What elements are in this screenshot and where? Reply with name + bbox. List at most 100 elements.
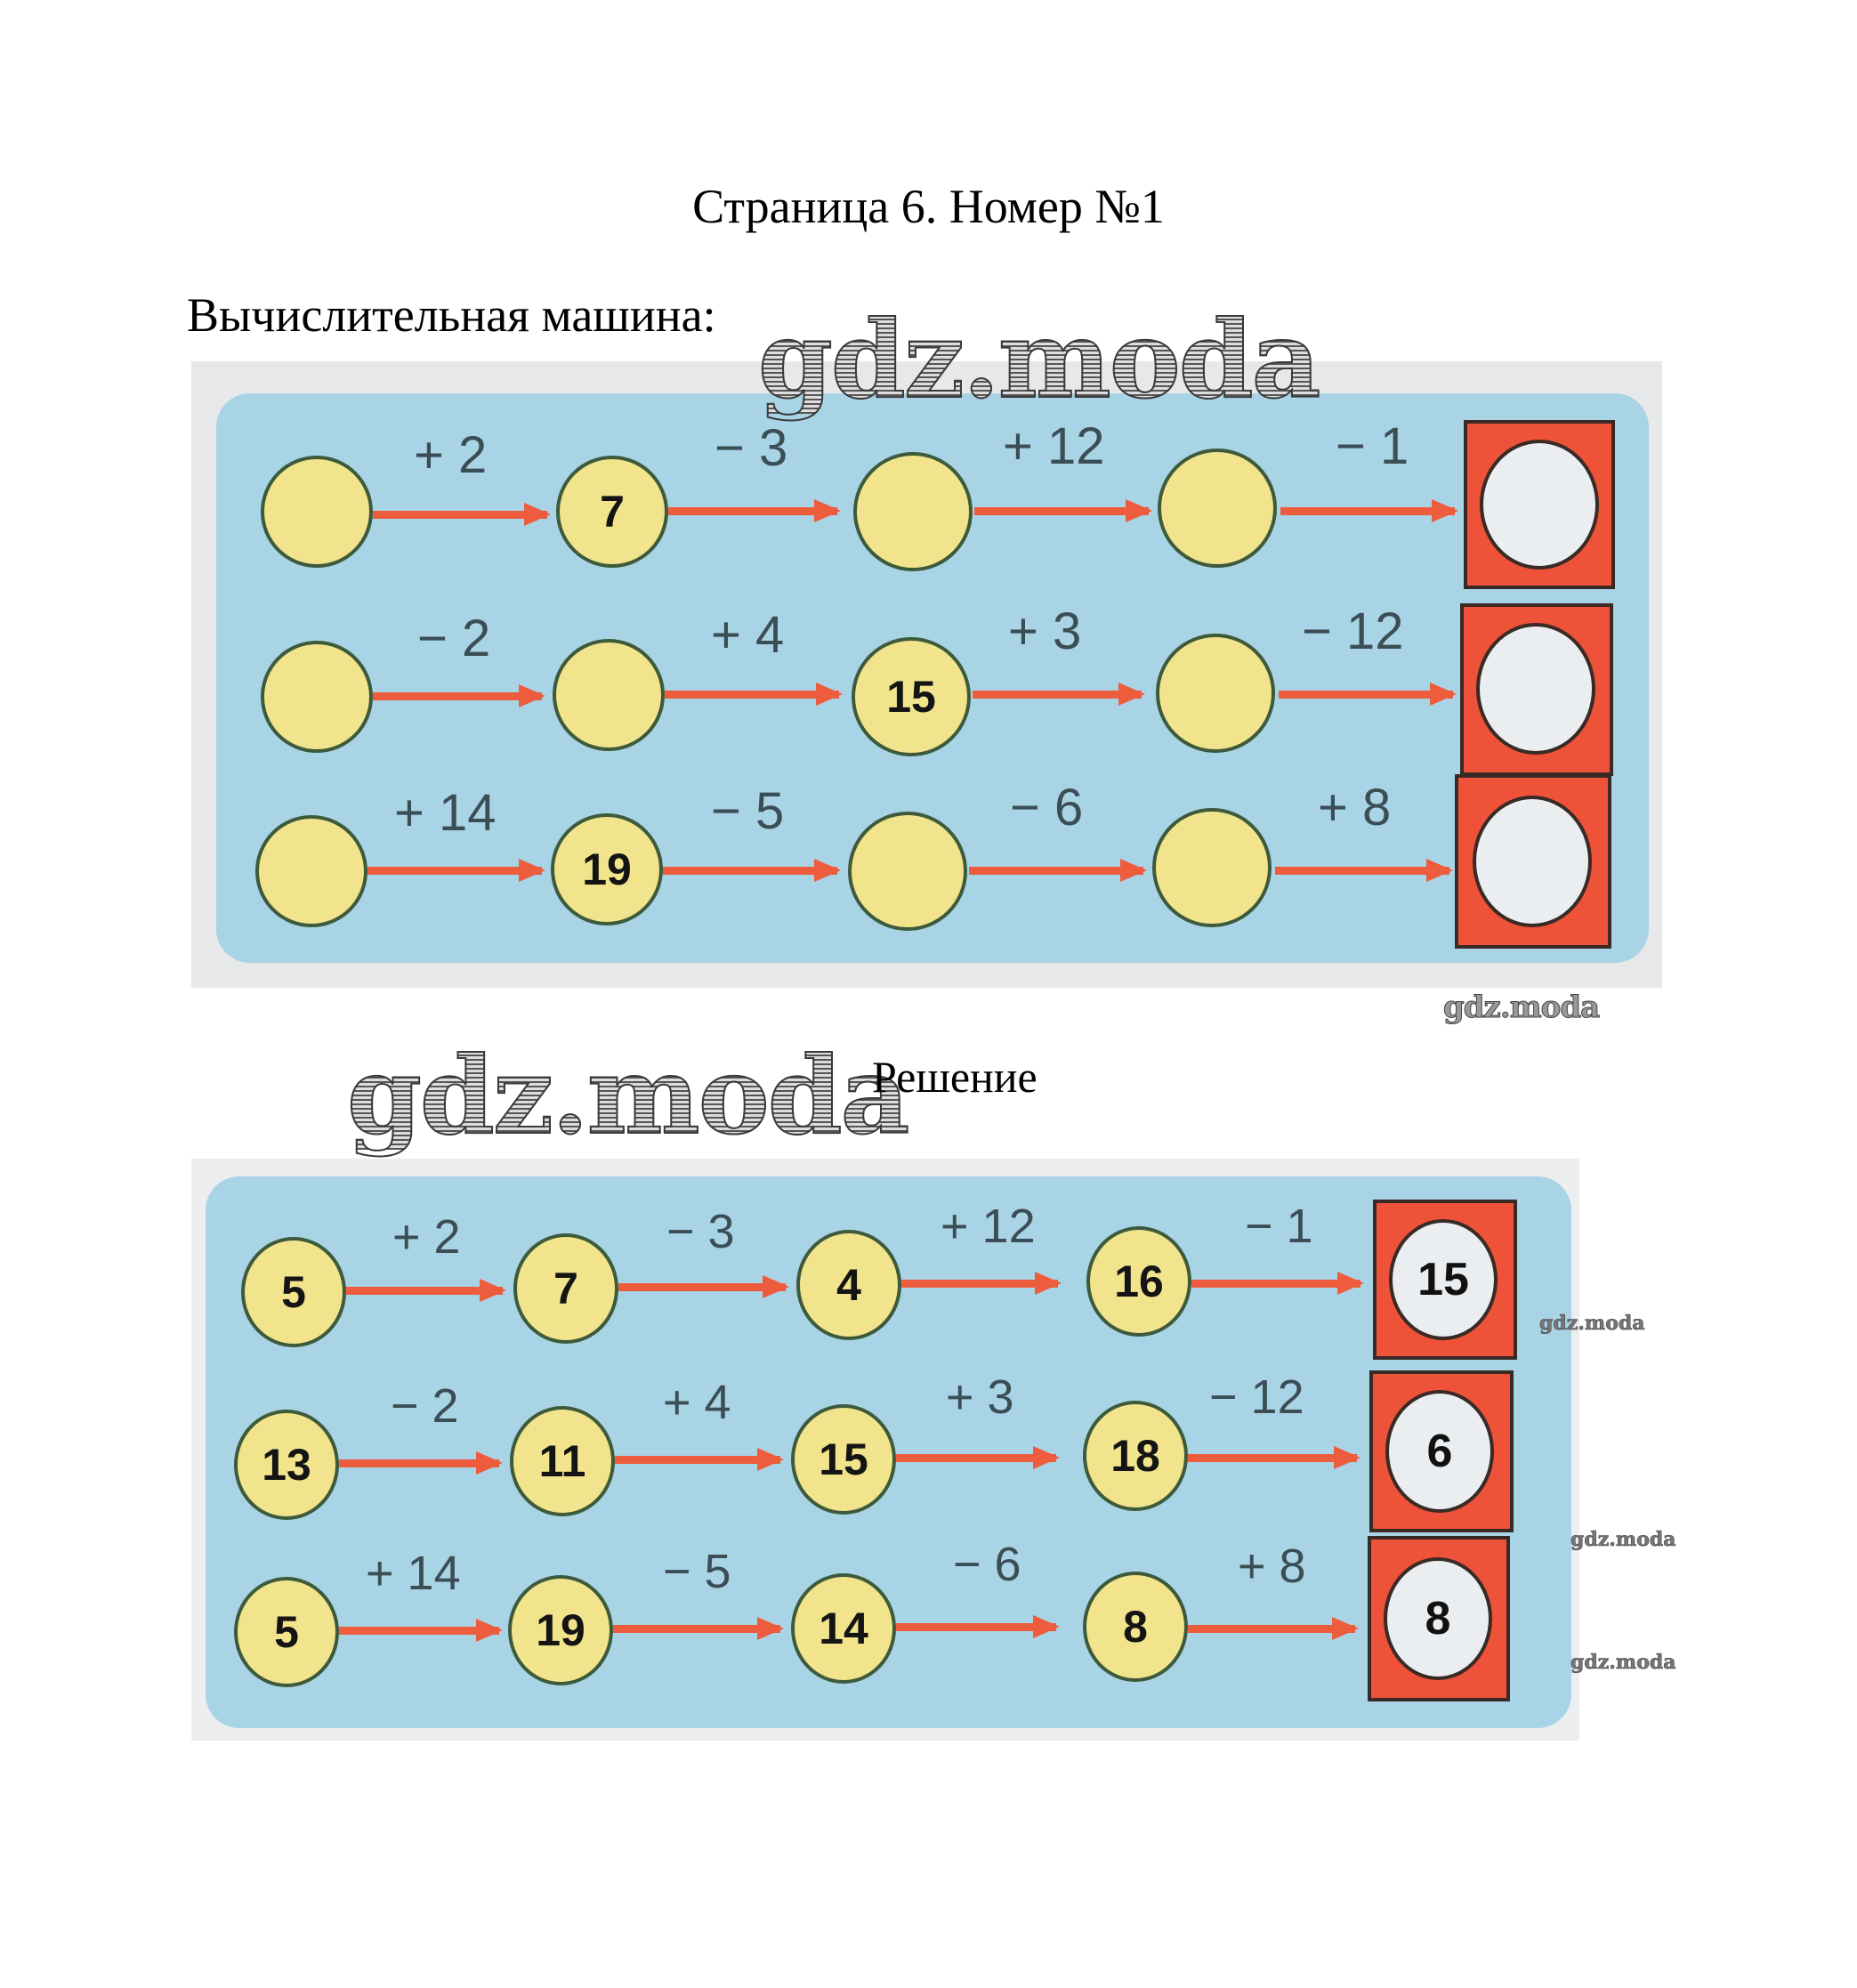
task-node[interactable]: 19 xyxy=(551,813,663,925)
arrow-icon xyxy=(665,683,843,706)
task-node[interactable] xyxy=(261,641,373,753)
arrow-icon xyxy=(615,1448,784,1471)
result-box xyxy=(1464,420,1615,589)
arrow-icon xyxy=(1188,1446,1360,1469)
arrow-icon xyxy=(618,1275,789,1298)
arrow-icon xyxy=(1279,683,1457,706)
operation-label: − 2 xyxy=(417,610,491,667)
operation-label: + 4 xyxy=(711,606,785,664)
page-title: Страница 6. Номер №1 xyxy=(692,180,1165,233)
result-box xyxy=(1460,603,1613,776)
watermark-large: gdz.moda xyxy=(346,1033,910,1159)
task-node[interactable] xyxy=(261,456,373,568)
operation-label: − 3 xyxy=(715,419,788,477)
operation-label: − 1 xyxy=(1245,1200,1313,1253)
operation-label: + 4 xyxy=(663,1376,731,1429)
operation-label: + 8 xyxy=(1318,779,1392,836)
operation-label: + 12 xyxy=(941,1200,1036,1253)
arrow-icon xyxy=(1280,499,1458,522)
solution-panel: 5 + 2 7 − 3 4 + 12 16 − 1 15 13 − 2 11 +… xyxy=(206,1176,1571,1728)
solution-row: 13 − 2 11 + 4 15 + 3 18 − 12 6 xyxy=(206,1370,1571,1552)
arrow-icon xyxy=(668,499,841,522)
task-node[interactable] xyxy=(1156,634,1275,753)
arrow-icon xyxy=(339,1451,503,1475)
watermark-tiny: gdz.moda xyxy=(1539,1312,1645,1335)
solution-node[interactable]: 16 xyxy=(1086,1226,1191,1337)
operation-label: + 3 xyxy=(946,1370,1014,1424)
operation-label: + 2 xyxy=(392,1210,461,1264)
solution-node[interactable]: 11 xyxy=(510,1406,615,1516)
operation-label: + 12 xyxy=(1003,417,1105,475)
solution-node[interactable]: 18 xyxy=(1083,1401,1188,1511)
solution-node[interactable]: 7 xyxy=(513,1233,618,1344)
operation-label: + 14 xyxy=(366,1547,461,1600)
task-node[interactable] xyxy=(553,639,665,751)
arrow-icon xyxy=(663,859,841,882)
arrow-icon xyxy=(1275,859,1453,882)
task-row: + 2 7 − 3 + 12 − 1 xyxy=(216,420,1649,607)
result-circle[interactable]: 15 xyxy=(1389,1219,1498,1340)
operation-label: + 2 xyxy=(414,426,488,484)
solution-node[interactable]: 8 xyxy=(1083,1572,1188,1682)
task-row: + 14 19 − 5 − 6 + 8 xyxy=(216,774,1649,970)
operation-label: − 3 xyxy=(666,1205,735,1258)
arrow-icon xyxy=(901,1272,1062,1295)
arrow-icon xyxy=(974,499,1152,522)
watermark-large: gdz.moda xyxy=(757,297,1321,423)
solution-label: Решение xyxy=(872,1052,1037,1102)
operation-label: − 1 xyxy=(1336,417,1409,475)
solution-node[interactable]: 5 xyxy=(234,1577,339,1687)
result-box: 6 xyxy=(1369,1370,1514,1532)
result-box xyxy=(1455,774,1611,949)
operation-label: + 8 xyxy=(1238,1539,1306,1593)
operation-label: − 12 xyxy=(1302,602,1404,660)
result-box: 15 xyxy=(1373,1200,1517,1360)
task-node[interactable]: 7 xyxy=(556,456,668,568)
task-figure: + 2 7 − 3 + 12 − 1 − 2 + 4 15 + 3 xyxy=(191,361,1662,988)
arrow-icon xyxy=(973,683,1145,706)
solution-figure: 5 + 2 7 − 3 4 + 12 16 − 1 15 13 − 2 11 +… xyxy=(191,1159,1579,1741)
result-box: 8 xyxy=(1368,1536,1510,1701)
result-circle[interactable]: 6 xyxy=(1385,1390,1494,1513)
operation-label: − 12 xyxy=(1209,1370,1304,1424)
solution-node[interactable]: 19 xyxy=(508,1575,613,1685)
operation-label: − 2 xyxy=(391,1379,459,1433)
arrow-icon xyxy=(346,1279,506,1302)
arrow-icon xyxy=(896,1615,1060,1638)
task-node[interactable]: 15 xyxy=(852,637,971,756)
operation-label: + 14 xyxy=(394,784,497,842)
operation-label: − 6 xyxy=(953,1538,1021,1591)
arrow-icon xyxy=(969,859,1147,882)
task-node[interactable] xyxy=(1158,449,1277,568)
watermark-tiny: gdz.moda xyxy=(1570,1651,1676,1674)
watermark-tiny: gdz.moda xyxy=(1570,1528,1676,1551)
arrow-icon xyxy=(339,1619,503,1642)
arrow-icon xyxy=(373,503,551,526)
arrow-icon xyxy=(1188,1617,1359,1640)
solution-row: 5 + 2 7 − 3 4 + 12 16 − 1 15 xyxy=(206,1200,1571,1379)
solution-node[interactable]: 13 xyxy=(234,1410,339,1520)
arrow-icon xyxy=(367,859,545,882)
watermark-small: gdz.moda xyxy=(1442,990,1600,1025)
operation-label: − 5 xyxy=(663,1545,731,1598)
result-circle[interactable]: 8 xyxy=(1384,1557,1492,1680)
task-label: Вычислительная машина: xyxy=(187,288,716,342)
arrow-icon xyxy=(1191,1272,1364,1295)
solution-node[interactable]: 4 xyxy=(796,1230,901,1340)
solution-node[interactable]: 14 xyxy=(791,1573,896,1684)
result-circle[interactable] xyxy=(1476,623,1595,755)
operation-label: − 5 xyxy=(711,782,785,840)
operation-label: + 3 xyxy=(1008,602,1082,660)
result-circle[interactable] xyxy=(1473,796,1592,927)
task-panel: + 2 7 − 3 + 12 − 1 − 2 + 4 15 + 3 xyxy=(216,393,1649,963)
task-node[interactable] xyxy=(1152,808,1272,927)
solution-node[interactable]: 15 xyxy=(791,1404,896,1515)
task-node[interactable] xyxy=(255,815,367,927)
solution-row: 5 + 14 19 − 5 14 − 6 8 + 8 8 xyxy=(206,1536,1571,1719)
task-node[interactable] xyxy=(848,812,967,931)
solution-node[interactable]: 5 xyxy=(241,1237,346,1347)
operation-label: − 6 xyxy=(1010,779,1084,836)
result-circle[interactable] xyxy=(1480,440,1599,570)
task-node[interactable] xyxy=(853,452,973,571)
arrow-icon xyxy=(373,684,545,707)
